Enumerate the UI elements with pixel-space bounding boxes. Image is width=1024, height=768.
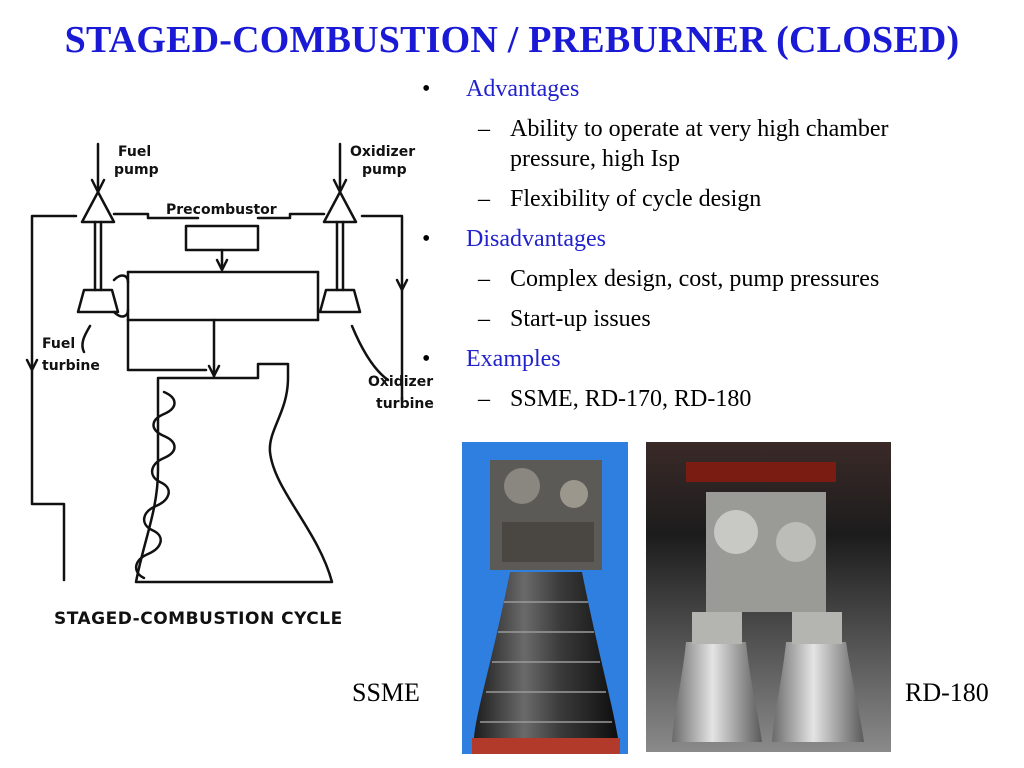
oxidizer-shaft [335, 220, 345, 292]
bullet-list: • Advantages – Ability to operate at ver… [420, 74, 1010, 424]
oxidizer-loop [360, 214, 404, 402]
dash-icon: – [478, 116, 490, 142]
fuel-pump-label: Fuel [118, 144, 151, 160]
sub-bullet-text: Complex design, cost, pump pressures [510, 266, 880, 292]
advantages-heading: Advantages [466, 76, 580, 102]
bullet-advantages: • Advantages [420, 74, 1010, 104]
slide-title: STAGED-COMBUSTION / PREBURNER (CLOSED) [64, 19, 960, 61]
oxidizer-feed-line [256, 212, 326, 220]
staged-combustion-diagram: Fuel pump Oxidizer pump Precombustor Fue… [18, 130, 438, 640]
coolant-coil [135, 390, 176, 580]
ssme-photo [462, 442, 628, 754]
dash-icon: – [478, 266, 490, 292]
hot-gas-manifold [126, 270, 320, 322]
sub-bullet: – Ability to operate at very high chambe… [420, 114, 1010, 174]
fuel-pump-label-2: pump [114, 162, 159, 178]
fuel-turbine-label: Fuel [42, 336, 75, 352]
cycle-schematic: Fuel pump Oxidizer pump Precombustor Fue… [25, 142, 434, 629]
diagram-caption: STAGED-COMBUSTION CYCLE [54, 609, 343, 629]
dash-icon: – [478, 386, 490, 412]
fuel-turbine-icon [76, 288, 120, 314]
sub-bullet-text-cont: pressure, high Isp [510, 146, 680, 172]
bullet-dot-icon: • [422, 76, 431, 102]
sub-bullet-text: Ability to operate at very high chamber [510, 116, 889, 142]
rd180-label: RD-180 [905, 678, 989, 707]
sub-bullet: – Start-up issues [420, 304, 1010, 334]
fuel-pump-icon [80, 190, 116, 224]
sub-bullet-text: Flexibility of cycle design [510, 186, 762, 212]
exhaust-line-left [126, 318, 208, 372]
oxidizer-pump-label: Oxidizer [350, 144, 415, 160]
arrow-down-icon [25, 358, 39, 372]
fuel-shaft [93, 220, 103, 292]
oxidizer-turbine-icon [318, 288, 362, 314]
sub-bullet-text: Start-up issues [510, 306, 651, 332]
sub-bullet: – SSME, RD-170, RD-180 [420, 384, 1010, 414]
arrow-down-icon [215, 258, 229, 272]
bullet-disadvantages: • Disadvantages [420, 224, 1010, 254]
rd180-engine-image [646, 442, 891, 752]
examples-heading: Examples [466, 346, 561, 372]
precombustor-box [184, 224, 260, 252]
dash-icon: – [478, 186, 490, 212]
fuel-coolant-loop [30, 214, 78, 582]
dash-icon: – [478, 306, 490, 332]
sub-bullet-text: SSME, RD-170, RD-180 [510, 386, 752, 412]
ssme-engine-image [472, 460, 620, 754]
bullet-dot-icon: • [422, 346, 431, 372]
arrow-down-icon [395, 278, 409, 292]
sub-bullet: – Complex design, cost, pump pressures [420, 264, 1010, 294]
nozzle-outline [134, 362, 334, 584]
oxidizer-pump-label-2: pump [362, 162, 407, 178]
arrow-down-icon [207, 364, 221, 378]
oxidizer-turbine-label-2: turbine [376, 396, 434, 412]
ssme-label: SSME [352, 678, 420, 707]
fuel-feed-line [112, 212, 200, 220]
precombustor-label: Precombustor [166, 202, 277, 218]
bullet-examples: • Examples [420, 344, 1010, 374]
fuel-turbine-label-2: turbine [42, 358, 100, 374]
disadvantages-heading: Disadvantages [466, 226, 606, 252]
oxidizer-pump-icon [322, 190, 358, 224]
rd180-photo [646, 442, 891, 752]
bullet-dot-icon: • [422, 226, 431, 252]
sub-bullet: – Flexibility of cycle design [420, 184, 1010, 214]
oxidizer-turbine-label: Oxidizer [368, 374, 433, 390]
